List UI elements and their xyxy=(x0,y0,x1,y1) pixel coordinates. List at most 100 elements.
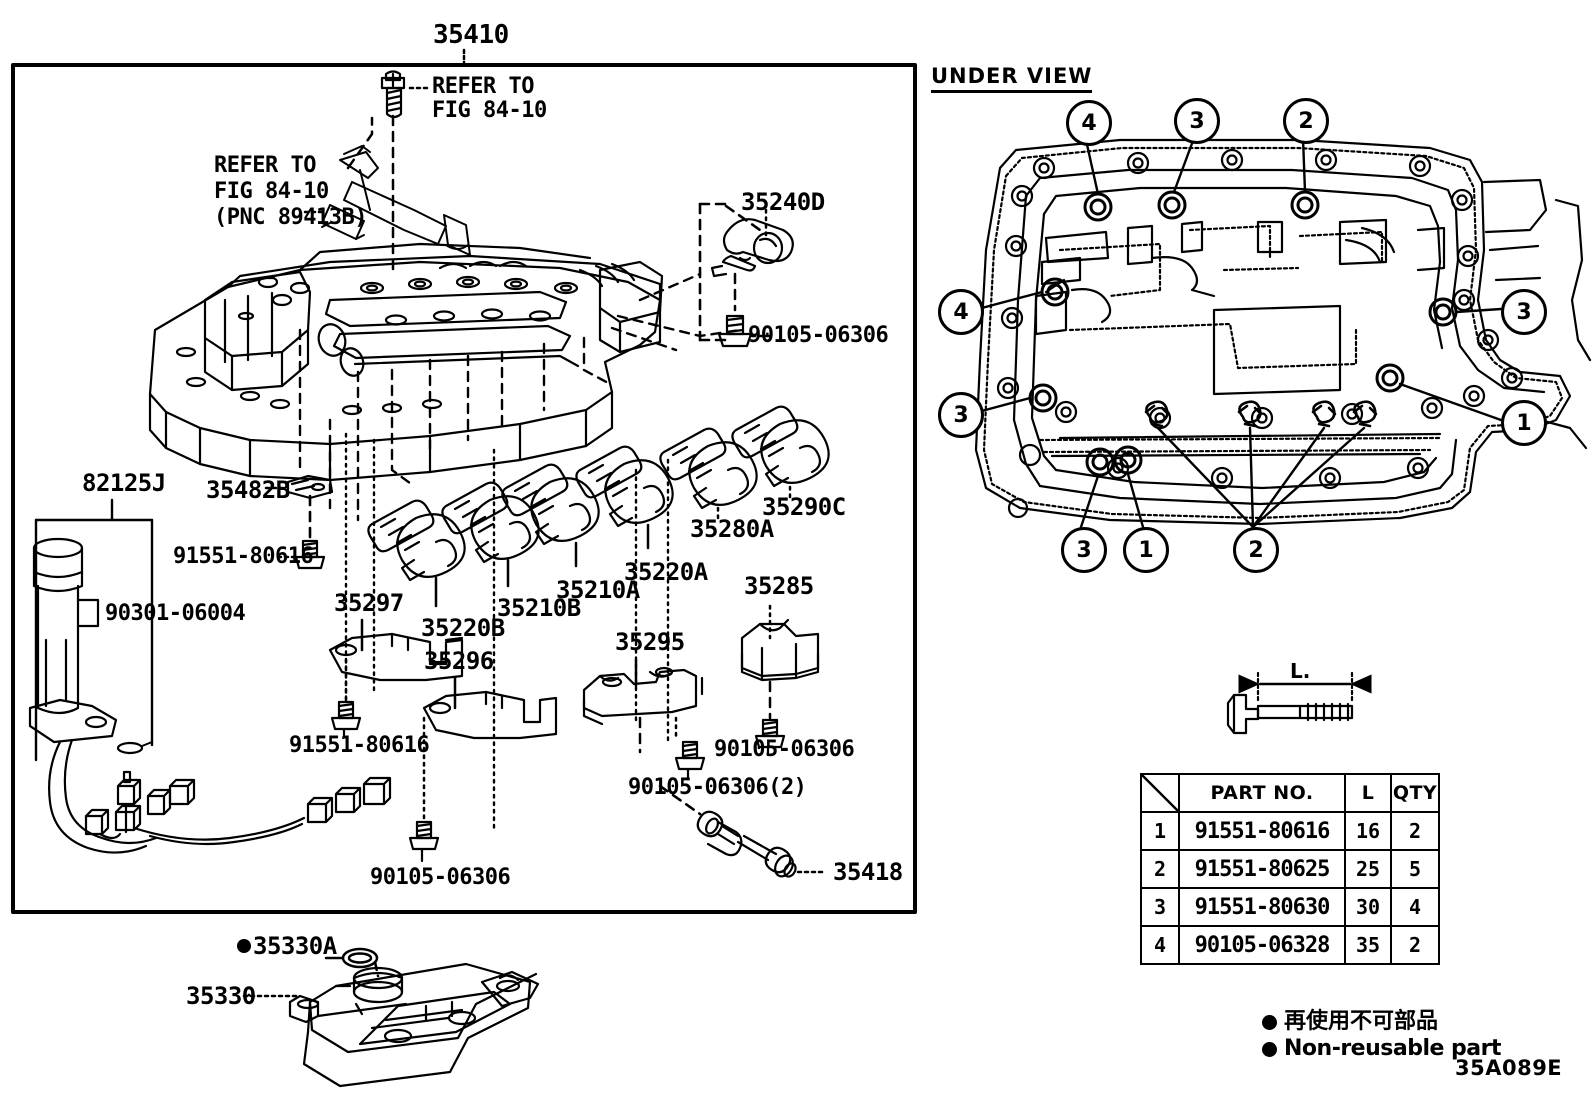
label-90105-06306-a: 90105-06306 xyxy=(748,323,889,348)
label-90105-06306-c: 90105-06306 xyxy=(714,737,855,762)
label-35418: 35418 xyxy=(833,858,903,886)
parts-table-cell-index: 1 xyxy=(1140,811,1180,851)
parts-table-header-row: PART NO. L QTY xyxy=(1140,773,1440,813)
label-35210A: 35210A xyxy=(556,576,640,604)
part-35240D xyxy=(710,218,794,278)
part-35280A xyxy=(659,427,758,510)
label-35330A: 35330A xyxy=(237,934,337,958)
legend-text-jp: 再使用不可部品 xyxy=(1284,1009,1439,1034)
label-35210B: 35210B xyxy=(497,594,581,622)
under-view-callout-3: 3 xyxy=(938,392,984,438)
label-90105-06306-b: 90105-06306 xyxy=(370,865,511,890)
label-refer-fig8410-top-line1: REFER TO xyxy=(432,74,534,99)
under-view-title: UNDER VIEW xyxy=(931,64,1093,93)
non-reusable-dot-icon xyxy=(1262,1014,1277,1030)
parts-table-cell-length: 16 xyxy=(1344,811,1392,851)
bolt-90105-06306-a xyxy=(717,314,753,348)
parts-table-corner-cell xyxy=(1140,773,1180,813)
part-35482B xyxy=(286,474,334,500)
legend: 再使用不可部品 Non-reusable part xyxy=(1262,1009,1502,1063)
part-82125J xyxy=(28,498,392,854)
legend-row-jp: 再使用不可部品 xyxy=(1262,1009,1501,1036)
label-35297: 35297 xyxy=(334,589,404,617)
legend-text-en: Non-reusable part xyxy=(1284,1035,1502,1061)
label-35482B: 35482B xyxy=(206,476,290,504)
label-refer-fig8410-left-line2: FIG 84-10 xyxy=(214,179,329,204)
part-35210A xyxy=(501,463,600,546)
label-refer-fig8410-left-line1: REFER TO xyxy=(214,153,316,178)
part-35418 xyxy=(696,810,797,878)
part-35210B xyxy=(441,481,540,564)
parts-table-cell-qty: 4 xyxy=(1390,887,1440,927)
non-reusable-dot-icon xyxy=(1262,1041,1277,1057)
label-35220A: 35220A xyxy=(624,558,708,586)
under-view-callout-3: 3 xyxy=(1061,527,1107,573)
label-35410: 35410 xyxy=(433,20,509,50)
parts-table-cell-partno: 91551-80625 xyxy=(1178,849,1346,889)
label-35240D: 35240D xyxy=(741,188,825,216)
parts-table-cell-partno: 90105-06328 xyxy=(1178,925,1346,965)
parts-table-cell-qty: 5 xyxy=(1390,849,1440,889)
parts-table-header-l: L xyxy=(1344,773,1392,813)
parts-table-cell-qty: 2 xyxy=(1390,925,1440,965)
bolt-90105-06306-b xyxy=(408,820,440,863)
parts-table-header-qty: QTY xyxy=(1390,773,1440,813)
part-35290C xyxy=(731,405,830,488)
under-view-drawing xyxy=(974,138,1592,526)
bolt-90105-06306-c xyxy=(754,718,786,757)
parts-table-cell-qty: 2 xyxy=(1390,811,1440,851)
parts-table-cell-length: 30 xyxy=(1344,887,1392,927)
non-reusable-dot-icon xyxy=(237,939,251,953)
label-90105-06306-2: 90105-06306(2) xyxy=(628,775,807,800)
under-view-callout-3: 3 xyxy=(1174,98,1220,144)
parts-table-cell-index: 3 xyxy=(1140,887,1180,927)
bracket-89413b xyxy=(321,145,471,256)
label-91551-80616-a: 91551-80616 xyxy=(173,544,314,569)
label-35220B: 35220B xyxy=(421,614,505,642)
label-35280A: 35280A xyxy=(690,515,774,543)
part-35330A xyxy=(341,947,379,969)
under-view-callout-1: 1 xyxy=(1501,400,1547,446)
label-82125J: 82125J xyxy=(82,469,166,497)
label-35296: 35296 xyxy=(424,647,494,675)
label-35285: 35285 xyxy=(744,572,814,600)
parts-table-cell-length: 35 xyxy=(1344,925,1392,965)
under-view-callout-2: 2 xyxy=(1233,527,1279,573)
label-35330: 35330 xyxy=(186,982,256,1010)
under-view-callout-3: 3 xyxy=(1501,289,1547,335)
label-35290C: 35290C xyxy=(762,493,846,521)
bolt-90105-06306-2 xyxy=(674,740,706,781)
label-90301-06004: 90301-06004 xyxy=(105,601,246,626)
parts-table-cell-index: 4 xyxy=(1140,925,1180,965)
parts-table-cell-partno: 91551-80616 xyxy=(1178,811,1346,851)
bolt-91551-80616-a xyxy=(294,539,326,570)
bolt-top xyxy=(380,70,406,119)
dimension-label-L: L. xyxy=(1290,659,1311,683)
part-35285 xyxy=(740,618,820,682)
part-35296 xyxy=(422,690,558,740)
under-view-callout-4: 4 xyxy=(1066,100,1112,146)
part-35220B xyxy=(367,499,466,582)
parts-table-cell-length: 25 xyxy=(1344,849,1392,889)
sheet-code: 35A089E xyxy=(1455,1056,1563,1080)
under-view-callout-2: 2 xyxy=(1283,98,1329,144)
label-35295: 35295 xyxy=(615,628,685,656)
part-35220A xyxy=(575,445,674,528)
label-refer-pnc-89413b: (PNC 89413B) xyxy=(214,205,367,230)
parts-table-header-partno: PART NO. xyxy=(1178,773,1346,813)
dimension-bolt xyxy=(1226,670,1372,735)
under-view-callout-1: 1 xyxy=(1123,527,1169,573)
label-91551-80616-b: 91551-80616 xyxy=(289,733,430,758)
bolt-91551-80616-b xyxy=(330,700,362,739)
under-view-callout-4: 4 xyxy=(938,289,984,335)
diagonal-slash-icon xyxy=(1142,775,1178,811)
legend-row-en: Non-reusable part xyxy=(1262,1035,1502,1063)
parts-table-cell-partno: 91551-80630 xyxy=(1178,887,1346,927)
parts-table-cell-index: 2 xyxy=(1140,849,1180,889)
